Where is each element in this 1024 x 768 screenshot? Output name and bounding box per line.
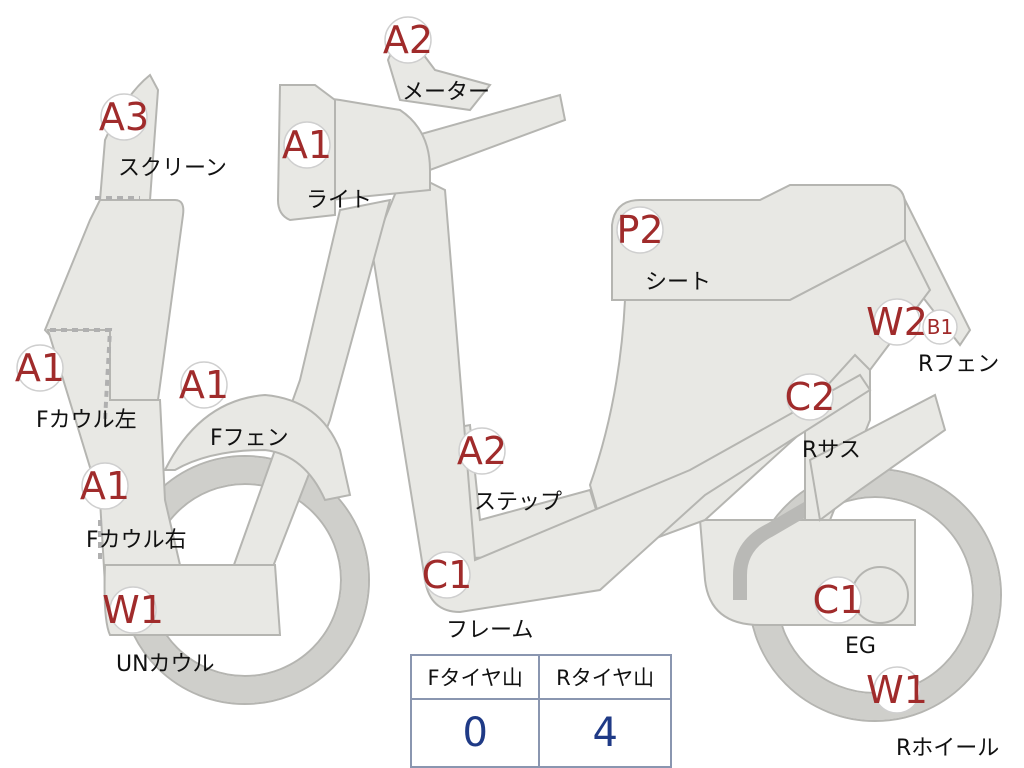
label-rear-suspension: Rサス: [802, 438, 861, 463]
badge-code: W2: [866, 300, 928, 344]
badge-code: W1: [102, 588, 164, 632]
badge-screen: A3: [99, 93, 149, 141]
badge-seat: P2: [616, 206, 664, 254]
badge-code: A1: [80, 464, 130, 508]
label-rear-fender: Rフェン: [918, 352, 1000, 377]
front-tire-value: 0: [409, 698, 541, 768]
badge-code: A1: [15, 346, 65, 390]
badge-meter: A2: [383, 16, 433, 64]
badge-front-cowl-left: A1: [15, 344, 65, 392]
seat-part: [611, 184, 906, 301]
badge-rear-wheel: W1: [866, 666, 928, 714]
badge-code: C2: [785, 375, 836, 419]
front-fender-part: [163, 393, 352, 502]
badge-code: C1: [813, 578, 864, 622]
badge-frame: C1: [422, 551, 473, 599]
badge-front-cowl-right: A1: [80, 462, 130, 510]
badge-rear-suspension: C2: [785, 373, 836, 421]
label-frame: フレーム: [446, 618, 534, 643]
badge-front-fender: A1: [179, 361, 229, 409]
badge-code: W1: [866, 668, 928, 712]
badge-code: A2: [383, 18, 433, 62]
label-rear-wheel: Rホイール: [896, 736, 1000, 761]
front-cowl-right-part: [46, 329, 182, 587]
badge-rear-fender-w2: W2: [866, 298, 928, 346]
badge-code: B1: [927, 315, 953, 339]
badge-code: A3: [99, 95, 149, 139]
swing-arm-part: [808, 393, 947, 522]
badge-under-cowl: W1: [102, 586, 164, 634]
label-front-fender: Fフェン: [210, 426, 289, 451]
label-under-cowl: UNカウル: [116, 652, 215, 677]
label-front-cowl-left: Fカウル左: [36, 408, 137, 433]
label-meter: メーター: [402, 80, 491, 105]
badge-engine: C1: [813, 576, 864, 624]
table-header-row: Fタイヤ山 Rタイヤ山: [409, 654, 672, 700]
badge-code: A2: [457, 429, 507, 473]
tire-tread-table: Fタイヤ山 Rタイヤ山 0 4: [409, 654, 672, 768]
badge-code: A1: [282, 123, 332, 167]
badge-light: A1: [282, 121, 332, 169]
label-light: ライト: [306, 188, 373, 213]
label-seat: シート: [645, 270, 712, 295]
badge-rear-fender-b1: B1: [922, 309, 958, 345]
label-step: ステップ: [474, 490, 563, 515]
exhaust-pipe: [733, 488, 834, 600]
rear-tire-value: 4: [538, 698, 672, 768]
rear-tire-header: Rタイヤ山: [538, 654, 672, 700]
badge-code: P2: [616, 208, 663, 252]
badge-code: A1: [179, 363, 229, 407]
badge-code: C1: [422, 553, 473, 597]
cowl-seam-2: [50, 328, 113, 421]
label-screen: スクリーン: [118, 156, 227, 181]
label-engine: EG: [845, 634, 876, 659]
badge-step: A2: [457, 427, 507, 475]
table-value-row: 0 4: [409, 698, 672, 768]
front-tire-header: Fタイヤ山: [409, 654, 541, 700]
label-front-cowl-right: Fカウル右: [86, 528, 187, 553]
